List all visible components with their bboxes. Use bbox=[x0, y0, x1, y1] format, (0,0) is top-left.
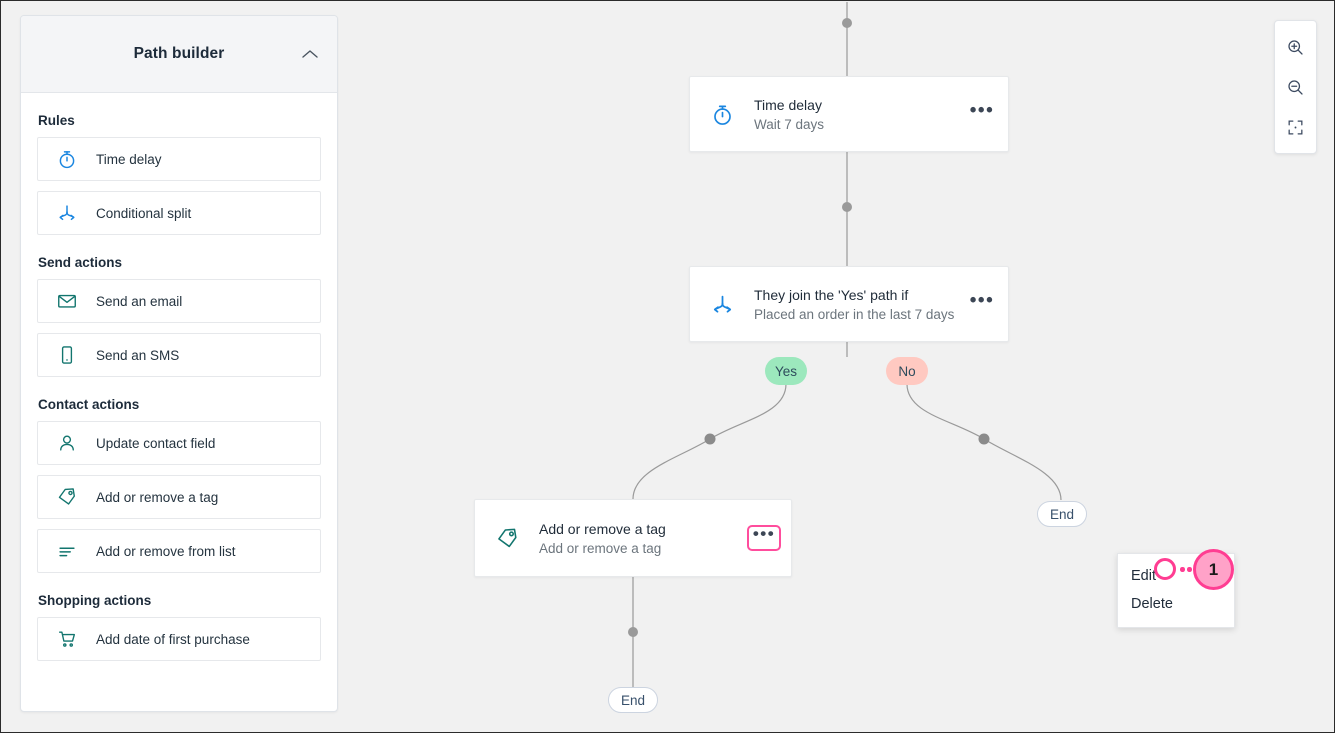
branch-label-yes[interactable]: Yes bbox=[765, 357, 807, 385]
connector-insert-dot bbox=[842, 202, 852, 212]
fit-screen-icon[interactable] bbox=[1277, 107, 1315, 147]
sidebar-item-update-contact-field[interactable]: Update contact field bbox=[37, 421, 321, 465]
node-text: They join the 'Yes' path if Placed an or… bbox=[754, 287, 956, 322]
node-text: Add or remove a tag Add or remove a tag bbox=[539, 521, 747, 556]
connector-insert-dot bbox=[704, 433, 716, 445]
ellipsis-icon[interactable]: ••• bbox=[969, 290, 995, 311]
group-title-send-actions: Send actions bbox=[38, 255, 123, 270]
list-lines-icon bbox=[38, 540, 96, 562]
sidebar-item-label: Time delay bbox=[96, 151, 162, 167]
stopwatch-icon bbox=[690, 102, 754, 127]
node-title: Time delay bbox=[754, 96, 822, 113]
sidebar-body: Rules Time delay bbox=[21, 113, 337, 661]
node-conditional-split[interactable]: They join the 'Yes' path if Placed an or… bbox=[689, 266, 1009, 342]
stopwatch-icon bbox=[38, 148, 96, 170]
menu-item-delete[interactable]: Delete bbox=[1131, 596, 1173, 612]
mobile-phone-icon bbox=[38, 344, 96, 366]
branch-label-no[interactable]: No bbox=[886, 357, 928, 385]
ellipsis-icon[interactable]: ••• bbox=[969, 100, 995, 121]
node-add-or-remove-a-tag[interactable]: Add or remove a tag Add or remove a tag … bbox=[474, 499, 792, 577]
sidebar-item-add-date-of-first-purchase[interactable]: Add date of first purchase bbox=[37, 617, 321, 661]
sidebar-item-send-an-sms[interactable]: Send an SMS bbox=[37, 333, 321, 377]
envelope-icon bbox=[38, 290, 96, 312]
chevron-up-icon[interactable] bbox=[297, 41, 323, 67]
node-context-menu: Edit Delete bbox=[1117, 553, 1235, 628]
sidebar-item-label: Add or remove from list bbox=[96, 543, 236, 559]
tag-icon bbox=[475, 526, 539, 551]
group-title-shopping-actions: Shopping actions bbox=[38, 593, 152, 608]
page-title: Path builder bbox=[133, 45, 225, 62]
node-subtitle: Placed an order in the last 7 days bbox=[754, 306, 955, 322]
sidebar-item-label: Update contact field bbox=[96, 435, 216, 451]
node-subtitle: Add or remove a tag bbox=[539, 540, 662, 556]
sidebar-item-label: Conditional split bbox=[96, 205, 192, 221]
end-node-right[interactable]: End bbox=[1037, 501, 1087, 527]
node-title: Add or remove a tag bbox=[539, 520, 666, 537]
sidebar-item-label: Add or remove a tag bbox=[96, 489, 219, 505]
split-arrows-icon bbox=[38, 202, 96, 224]
tag-icon bbox=[38, 486, 96, 508]
sidebar-item-add-or-remove-from-list[interactable]: Add or remove from list bbox=[37, 529, 321, 573]
path-builder-sidebar: Path builder Rules Time bbox=[20, 15, 338, 712]
sidebar-item-time-delay[interactable]: Time delay bbox=[37, 137, 321, 181]
end-node-left[interactable]: End bbox=[608, 687, 658, 713]
connector-insert-dot bbox=[978, 433, 990, 445]
ellipsis-icon[interactable]: ••• bbox=[747, 525, 781, 551]
shopping-cart-icon bbox=[38, 628, 96, 650]
sidebar-item-label: Add date of first purchase bbox=[96, 631, 250, 647]
split-arrows-icon bbox=[690, 292, 754, 317]
sidebar-item-send-an-email[interactable]: Send an email bbox=[37, 279, 321, 323]
node-title: They join the 'Yes' path if bbox=[754, 286, 909, 303]
sidebar-item-add-or-remove-a-tag[interactable]: Add or remove a tag bbox=[37, 475, 321, 519]
magnifier-plus-icon[interactable] bbox=[1277, 27, 1315, 67]
sidebar-item-label: Send an SMS bbox=[96, 347, 180, 363]
menu-item-edit[interactable]: Edit bbox=[1131, 568, 1156, 584]
flow-connectors bbox=[628, 2, 1062, 687]
group-title-contact-actions: Contact actions bbox=[38, 397, 140, 412]
magnifier-minus-icon[interactable] bbox=[1277, 67, 1315, 107]
flow-canvas[interactable]: Time delay Wait 7 days ••• They join the… bbox=[339, 2, 1333, 731]
node-time-delay[interactable]: Time delay Wait 7 days ••• bbox=[689, 76, 1009, 152]
node-text: Time delay Wait 7 days bbox=[754, 97, 956, 132]
zoom-controls bbox=[1274, 20, 1317, 154]
person-icon bbox=[38, 432, 96, 454]
connector-insert-dot bbox=[842, 18, 852, 28]
sidebar-header: Path builder bbox=[21, 16, 337, 93]
connector-insert-dot bbox=[628, 627, 638, 637]
sidebar-item-label: Send an email bbox=[96, 293, 183, 309]
sidebar-item-conditional-split[interactable]: Conditional split bbox=[37, 191, 321, 235]
group-title-rules: Rules bbox=[38, 113, 75, 128]
node-subtitle: Wait 7 days bbox=[754, 116, 825, 132]
